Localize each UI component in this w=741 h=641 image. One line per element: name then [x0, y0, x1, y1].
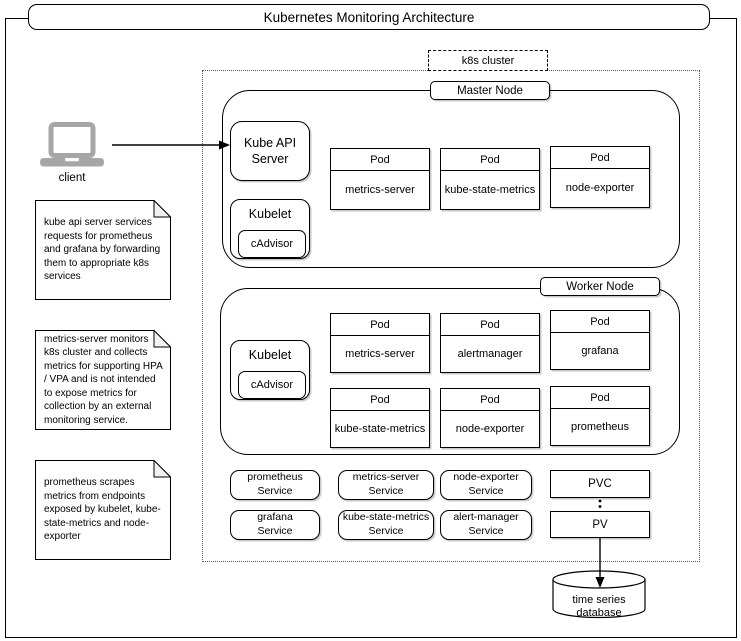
pod-header: Pod	[551, 147, 649, 169]
database-label-line1: time series	[572, 594, 626, 606]
service-type: Service	[468, 485, 504, 497]
service-label: kube-state-metrics Service	[343, 511, 429, 538]
pod-header: Pod	[551, 387, 649, 409]
service-prometheus: prometheus Service	[230, 470, 320, 500]
pod-header: Pod	[441, 389, 539, 411]
worker-pod-metrics-server: Pod metrics-server	[330, 313, 430, 373]
kubelet-label: Kubelet	[248, 207, 292, 221]
pod-header: Pod	[331, 314, 429, 336]
service-label: node-exporter Service	[453, 471, 518, 498]
pv-box: PV	[550, 511, 650, 538]
worker-pod-grafana: Pod grafana	[550, 310, 650, 370]
service-type: Service	[468, 525, 504, 537]
note-shape-icon	[35, 330, 171, 430]
client-label: client	[58, 172, 86, 184]
service-type: Service	[257, 485, 293, 497]
worker-pod-alertmanager: Pod alertmanager	[440, 313, 540, 373]
note-shape-icon	[35, 460, 171, 560]
pod-name: metrics-server	[345, 348, 415, 360]
service-name: metrics-server	[352, 471, 420, 484]
service-type: Service	[368, 525, 404, 537]
pod-header: Pod	[441, 314, 539, 336]
note-text: prometheus scrapes metrics from endpoint…	[44, 477, 161, 543]
pod-name: grafana	[581, 345, 619, 357]
service-kube-state-metrics: kube-state-metrics Service	[338, 510, 434, 540]
service-node-exporter: node-exporter Service	[440, 470, 532, 500]
cadvisor-box: cAdvisor	[238, 371, 306, 399]
database-cylinder-icon: time series database	[552, 570, 646, 619]
master-pod-node-exporter: Pod node-exporter	[550, 146, 650, 208]
service-name: alert-manager	[453, 511, 519, 524]
master-pod-metrics-server: Pod metrics-server	[330, 148, 430, 210]
pod-name: kube-state-metrics	[334, 423, 426, 435]
pod-header: Pod	[551, 311, 649, 333]
master-kubelet-box: Kubelet cAdvisor	[230, 199, 310, 259]
database-label-line2: database	[576, 607, 621, 619]
pod-name: metrics-server	[345, 184, 415, 196]
master-pod-kube-state-metrics: Pod kube-state-metrics	[440, 148, 540, 210]
diagram-title: Kubernetes Monitoring Architecture	[28, 4, 710, 30]
note-kube-api-server: kube api server services requests for pr…	[35, 200, 171, 300]
laptop-icon	[40, 122, 104, 167]
note-text: metrics-server monitors k8s cluster and …	[44, 333, 163, 426]
master-node-label: Master Node	[430, 81, 550, 100]
pod-header: Pod	[441, 149, 539, 171]
note-metrics-server: metrics-server monitors k8s cluster and …	[35, 330, 171, 430]
pod-name: node-exporter	[565, 182, 635, 194]
pod-header: Pod	[331, 389, 429, 411]
service-type: Service	[257, 525, 293, 537]
pod-name: alertmanager	[457, 348, 523, 360]
kubelet-label: Kubelet	[248, 348, 292, 362]
service-alert-manager: alert-manager Service	[440, 510, 532, 540]
pod-name: node-exporter	[455, 423, 525, 435]
note-prometheus: prometheus scrapes metrics from endpoint…	[35, 460, 171, 560]
service-label: metrics-server Service	[353, 471, 420, 498]
worker-pod-node-exporter: Pod node-exporter	[440, 388, 540, 448]
cadvisor-box: cAdvisor	[238, 230, 306, 258]
pod-name: kube-state-metrics	[444, 184, 536, 196]
note-shape-icon	[35, 200, 171, 300]
client-laptop	[40, 122, 104, 168]
service-label: prometheus Service	[247, 471, 302, 498]
service-name: node-exporter	[453, 471, 519, 484]
service-label: alert-manager Service	[453, 511, 518, 538]
service-metrics-server: metrics-server Service	[338, 470, 434, 500]
service-name: kube-state-metrics	[342, 511, 430, 524]
service-type: Service	[368, 485, 404, 497]
pod-name: prometheus	[570, 421, 630, 433]
service-grafana: grafana Service	[230, 510, 320, 540]
worker-node-label: Worker Node	[540, 277, 660, 296]
worker-kubelet-box: Kubelet cAdvisor	[230, 340, 310, 400]
pod-header: Pod	[331, 149, 429, 171]
service-name: prometheus	[247, 471, 303, 484]
service-name: grafana	[257, 511, 293, 524]
pvc-box: PVC	[550, 470, 650, 498]
service-label: grafana Service	[257, 511, 293, 538]
k8s-cluster-label: k8s cluster	[428, 50, 548, 71]
time-series-database: time series database	[552, 570, 646, 622]
note-text: kube api server services requests for pr…	[44, 217, 161, 283]
worker-pod-prometheus: Pod prometheus	[550, 386, 650, 446]
worker-pod-kube-state-metrics: Pod kube-state-metrics	[330, 388, 430, 448]
kube-api-server-box: Kube API Server	[230, 121, 310, 181]
